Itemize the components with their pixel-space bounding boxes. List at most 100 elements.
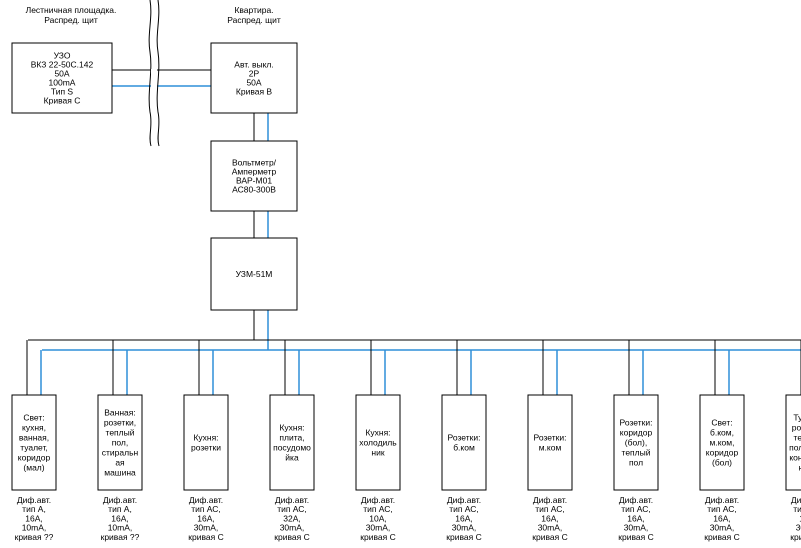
meter-label-line: ВАР-М01 bbox=[236, 176, 272, 186]
circuit-label-line: йка bbox=[285, 453, 299, 463]
circuit-label-line: Туалет: bbox=[793, 413, 801, 423]
uzo-label-line: УЗО bbox=[54, 51, 71, 61]
circuit-label-line: кондицио bbox=[789, 453, 801, 463]
circuit-label-line: кухня, bbox=[22, 423, 46, 433]
circuit-spec-line: тип АС, bbox=[363, 504, 393, 514]
circuit-spec-line: кривая С bbox=[446, 532, 481, 542]
apartment-header: Квартира.Распред. щит bbox=[227, 5, 281, 25]
circuit-label-line: стиральн bbox=[102, 448, 139, 458]
circuit-box bbox=[97, 394, 143, 491]
circuit-spec-line: кривая С bbox=[360, 532, 395, 542]
uzo-label-line: Тип S bbox=[51, 87, 74, 97]
circuit-spec-line: 16А, bbox=[197, 513, 215, 523]
stairwell-header-line: Распред. щит bbox=[44, 15, 98, 25]
circuit-spec-line: 30mA, bbox=[796, 523, 801, 533]
circuit-spec-line: кривая С bbox=[618, 532, 653, 542]
circuit-label-line: теплый bbox=[106, 428, 135, 438]
circuit-spec: Диф.авт.тип АС,16А,30mA,кривая С bbox=[188, 495, 223, 542]
uzo-label-line: 100mA bbox=[49, 78, 76, 88]
circuit-spec-line: 16А, bbox=[799, 513, 801, 523]
meter-label-line: АС80-300В bbox=[232, 185, 276, 195]
circuit-label-line: пол. Блок bbox=[789, 443, 801, 453]
circuit-label-line: теплый bbox=[794, 433, 801, 443]
circuit-box bbox=[699, 394, 745, 491]
circuit-label-line: Кухня: bbox=[193, 433, 218, 443]
breaker-label-line: 2P bbox=[249, 69, 260, 79]
circuit-label-line: розетка, bbox=[792, 423, 801, 433]
circuit-spec-line: 30mA, bbox=[194, 523, 219, 533]
circuit-label-line: Розетки: bbox=[534, 433, 567, 443]
circuit-label-line: машина bbox=[104, 468, 136, 478]
circuit-label-line: коридор bbox=[620, 428, 653, 438]
wall-gap bbox=[151, 69, 157, 87]
circuit-spec: Диф.авт.тип АС,10А,30mA,кривая С bbox=[360, 495, 395, 542]
circuit-spec-line: Диф.авт. bbox=[791, 495, 801, 505]
circuit-label-line: Розетки: bbox=[448, 433, 481, 443]
meter-label-line: Вольтметр/ bbox=[232, 158, 277, 168]
circuit-spec-line: Диф.авт. bbox=[275, 495, 309, 505]
circuit-box bbox=[527, 394, 573, 491]
circuit-label-line: Свет: bbox=[711, 418, 732, 428]
breaker-label-line: Авт. выкл. bbox=[234, 60, 273, 70]
meter-label-line: Амперметр bbox=[232, 167, 277, 177]
circuit-label-line: пол bbox=[629, 458, 643, 468]
breaker-label-line: Кривая В bbox=[236, 87, 273, 97]
circuit-label-line: холодиль bbox=[359, 438, 397, 448]
wall-line-left bbox=[148, 0, 152, 147]
circuit-box bbox=[785, 394, 801, 491]
circuit-label: Розетки:м.ком bbox=[534, 433, 567, 453]
blocks bbox=[11, 42, 801, 491]
circuit-label-line: плита, bbox=[279, 433, 304, 443]
uzo-label-line: ВКЗ 22-50С.142 bbox=[31, 60, 94, 70]
circuit-label: Свет:кухня,ванная,туалет,коридор(мал) bbox=[18, 413, 51, 473]
circuit-label-line: Кухня: bbox=[365, 428, 390, 438]
circuit-spec-line: 16А, bbox=[111, 513, 129, 523]
labels: Лестничная площадка.Распред. щитКвартира… bbox=[15, 5, 801, 542]
circuit-spec-line: Диф.авт. bbox=[17, 495, 51, 505]
circuit-spec-line: кривая С bbox=[704, 532, 739, 542]
circuit-spec-line: кривая С bbox=[790, 532, 801, 542]
circuit-spec-line: тип АС, bbox=[277, 504, 307, 514]
circuit-label-line: нера bbox=[799, 463, 801, 473]
circuit-spec: Диф.авт.тип А,16А,10mA,кривая ?? bbox=[15, 495, 54, 542]
uzo-label-line: 50А bbox=[54, 69, 69, 79]
circuit-spec-line: кривая ?? bbox=[15, 532, 54, 542]
circuit-spec-line: тип АС, bbox=[449, 504, 479, 514]
circuit-spec-line: Диф.авт. bbox=[361, 495, 395, 505]
apartment-header-line: Квартира. bbox=[234, 5, 273, 15]
uzm-label: УЗМ-51М bbox=[236, 269, 273, 279]
circuit-label-line: ник bbox=[371, 448, 384, 458]
circuit-label-line: Ванная: bbox=[104, 408, 135, 418]
circuit-label-line: ая bbox=[115, 458, 125, 468]
circuit-label: Кухня:розетки bbox=[191, 433, 221, 453]
circuit-label-line: пол, bbox=[112, 438, 128, 448]
breaker-label-line: 50А bbox=[246, 78, 261, 88]
circuit-spec-line: тип АС, bbox=[191, 504, 221, 514]
wall-separator bbox=[148, 0, 160, 147]
circuit-box bbox=[355, 394, 401, 491]
uzm-label-line: УЗМ-51М bbox=[236, 269, 273, 279]
circuit-spec-line: тип АС, bbox=[535, 504, 565, 514]
circuit-spec-line: Диф.авт. bbox=[189, 495, 223, 505]
circuit-spec-line: Диф.авт. bbox=[447, 495, 481, 505]
circuit-label: Розетки:б.ком bbox=[448, 433, 481, 453]
circuit-spec-line: 30mA, bbox=[710, 523, 735, 533]
circuit-spec-line: 16А, bbox=[455, 513, 473, 523]
circuit-spec: Диф.авт.тип АС,32А,30mA,кривая С bbox=[274, 495, 309, 542]
circuit-label-line: коридор bbox=[706, 448, 739, 458]
circuit-label-line: (бол), bbox=[625, 438, 647, 448]
circuit-label: Свет:б.ком,м.ком,коридор(бол) bbox=[706, 418, 739, 468]
circuit-label-line: ванная, bbox=[19, 433, 49, 443]
circuit-spec-line: 10mA, bbox=[22, 523, 47, 533]
wall-line-right bbox=[156, 0, 160, 147]
circuit-spec: Диф.авт.тип АС,16А,30mA,кривая С bbox=[790, 495, 801, 542]
circuit-spec-line: 16А, bbox=[25, 513, 43, 523]
circuit-spec-line: 16А, bbox=[627, 513, 645, 523]
circuit-spec-line: 32А, bbox=[283, 513, 301, 523]
